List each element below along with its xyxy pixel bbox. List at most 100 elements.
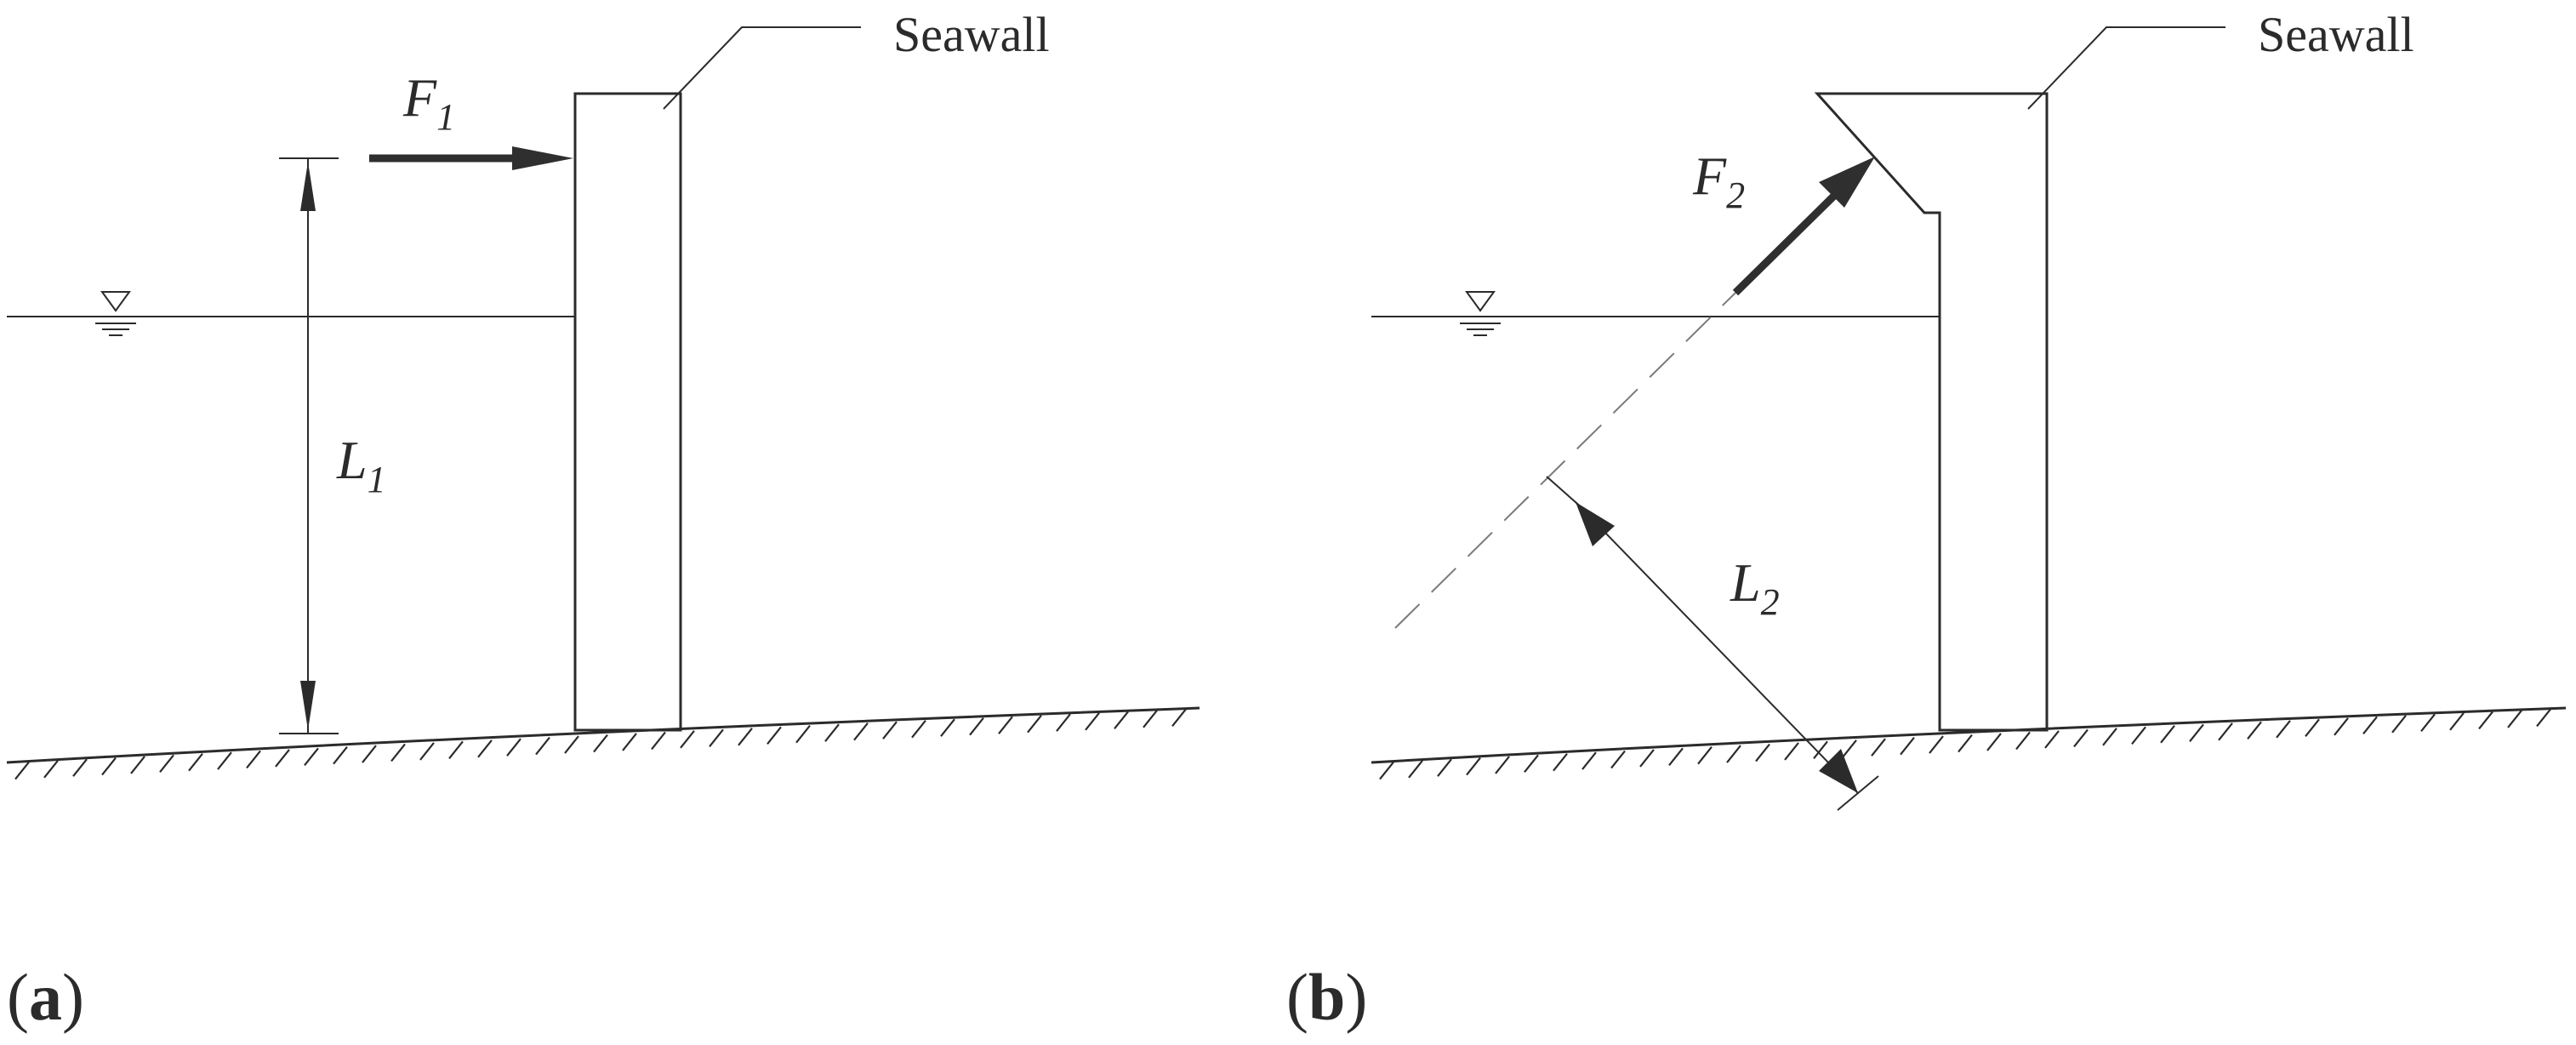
seawall-label-a: Seawall <box>893 7 1050 62</box>
seabed-b <box>1371 706 2567 764</box>
hatch-tick <box>1697 746 1713 765</box>
hatch-tick <box>477 739 493 758</box>
hatch-tick <box>130 756 145 774</box>
hatch-tick <box>1986 733 2002 751</box>
panel-b: Seawall F2 L2 (b) <box>1286 7 2567 1034</box>
hatch-tick <box>2247 721 2262 739</box>
hatch-tick <box>72 758 88 777</box>
hatch-tick <box>2102 728 2117 746</box>
hatch-tick <box>362 745 377 763</box>
hatch-tick <box>1842 739 1857 758</box>
hatch-tick <box>1114 711 1129 729</box>
hatch-tick <box>1379 761 1394 780</box>
hatch-tick <box>593 734 608 753</box>
hatch-tick <box>506 738 521 757</box>
hatch-tick <box>1171 708 1187 728</box>
hatch-tick <box>1726 745 1741 763</box>
hatch-tick <box>1639 749 1655 768</box>
hatch-tick <box>419 742 435 761</box>
hatch-tick <box>622 733 637 751</box>
hatch-tick <box>2478 711 2493 730</box>
hatch-tick <box>998 716 1013 734</box>
hatch-tick <box>2015 731 2031 751</box>
force-arrow-f1 <box>369 146 573 170</box>
hatch-tick <box>651 731 666 751</box>
hatch-tick <box>2073 728 2089 748</box>
hatch-tick <box>2160 725 2175 744</box>
seawall-a <box>573 92 682 732</box>
hatch-tick <box>2305 718 2320 737</box>
hatch-tick <box>680 730 695 749</box>
line-of-action-f2 <box>1394 292 1736 629</box>
hatch-tick <box>1755 743 1770 762</box>
hatch-tick <box>940 718 955 737</box>
hatch-tick <box>824 723 840 742</box>
hatch-tick <box>738 728 753 746</box>
water-level-icon <box>95 291 136 336</box>
hatch-tick <box>2507 710 2522 728</box>
length-label-l1: L1 <box>336 430 386 500</box>
seabed-hatching-a <box>14 708 1187 780</box>
hatch-tick <box>767 726 782 745</box>
hatch-tick <box>853 722 869 741</box>
hatch-tick <box>448 740 464 760</box>
hatch-tick <box>1143 710 1158 728</box>
hatch-tick <box>1553 753 1568 772</box>
hatch-tick <box>2044 730 2060 749</box>
seawall-leader-a <box>663 26 861 110</box>
hatch-tick <box>2189 723 2204 742</box>
hatch-tick <box>1085 712 1100 731</box>
seabed-a <box>6 706 1200 764</box>
hatch-tick <box>246 750 261 769</box>
force-label-f1: F1 <box>402 67 455 138</box>
hatch-tick <box>2420 713 2436 733</box>
hatch-tick <box>333 745 348 765</box>
seawall-leader-b <box>2027 26 2226 110</box>
hatch-tick <box>564 735 579 754</box>
hatch-tick <box>14 761 30 780</box>
dimension-l2 <box>1546 476 1879 811</box>
force-arrow-f2 <box>1732 157 1875 296</box>
panel-a: Seawall L1 F1 (a) <box>6 7 1200 1034</box>
hatch-tick <box>1582 751 1597 770</box>
hatch-tick <box>275 749 290 768</box>
hatch-tick <box>1610 750 1626 769</box>
hatch-tick <box>217 751 232 770</box>
hatch-tick <box>1056 713 1071 732</box>
hatch-tick <box>1524 754 1539 774</box>
seawall-label-b: Seawall <box>2258 7 2414 62</box>
hatch-tick <box>101 757 117 776</box>
force-label-f2: F2 <box>1692 146 1745 216</box>
hatch-tick <box>1668 747 1684 766</box>
hatch-tick <box>882 721 898 739</box>
hatch-tick <box>2218 722 2233 741</box>
hatch-tick <box>188 753 203 772</box>
hatch-tick <box>1408 760 1423 779</box>
hatch-tick <box>2362 716 2378 734</box>
hatch-tick <box>2391 715 2407 734</box>
dimension-l1 <box>279 157 339 734</box>
length-label-l2: L2 <box>1730 552 1780 623</box>
hatch-tick <box>1495 756 1510 774</box>
hatch-tick <box>1813 740 1828 760</box>
hatch-tick <box>1466 757 1481 776</box>
hatch-tick <box>1871 738 1886 757</box>
hatch-tick <box>1784 742 1799 761</box>
hatch-tick <box>43 760 59 779</box>
water-level-icon <box>1460 291 1501 336</box>
hatch-tick <box>535 736 550 756</box>
panel-label-a: (a) <box>7 960 84 1034</box>
hatch-tick <box>304 747 319 766</box>
seabed-hatching-b <box>1379 708 2551 780</box>
hatch-tick <box>2334 717 2349 736</box>
hatch-tick <box>969 717 984 736</box>
hatch-tick <box>1929 735 1944 754</box>
hatch-tick <box>911 720 926 739</box>
hatch-tick <box>2131 726 2146 745</box>
hatch-tick <box>1437 758 1452 777</box>
hatch-tick <box>2276 720 2291 739</box>
hatch-tick <box>1027 715 1042 734</box>
hatch-tick <box>159 754 174 774</box>
hatch-tick <box>709 728 724 748</box>
